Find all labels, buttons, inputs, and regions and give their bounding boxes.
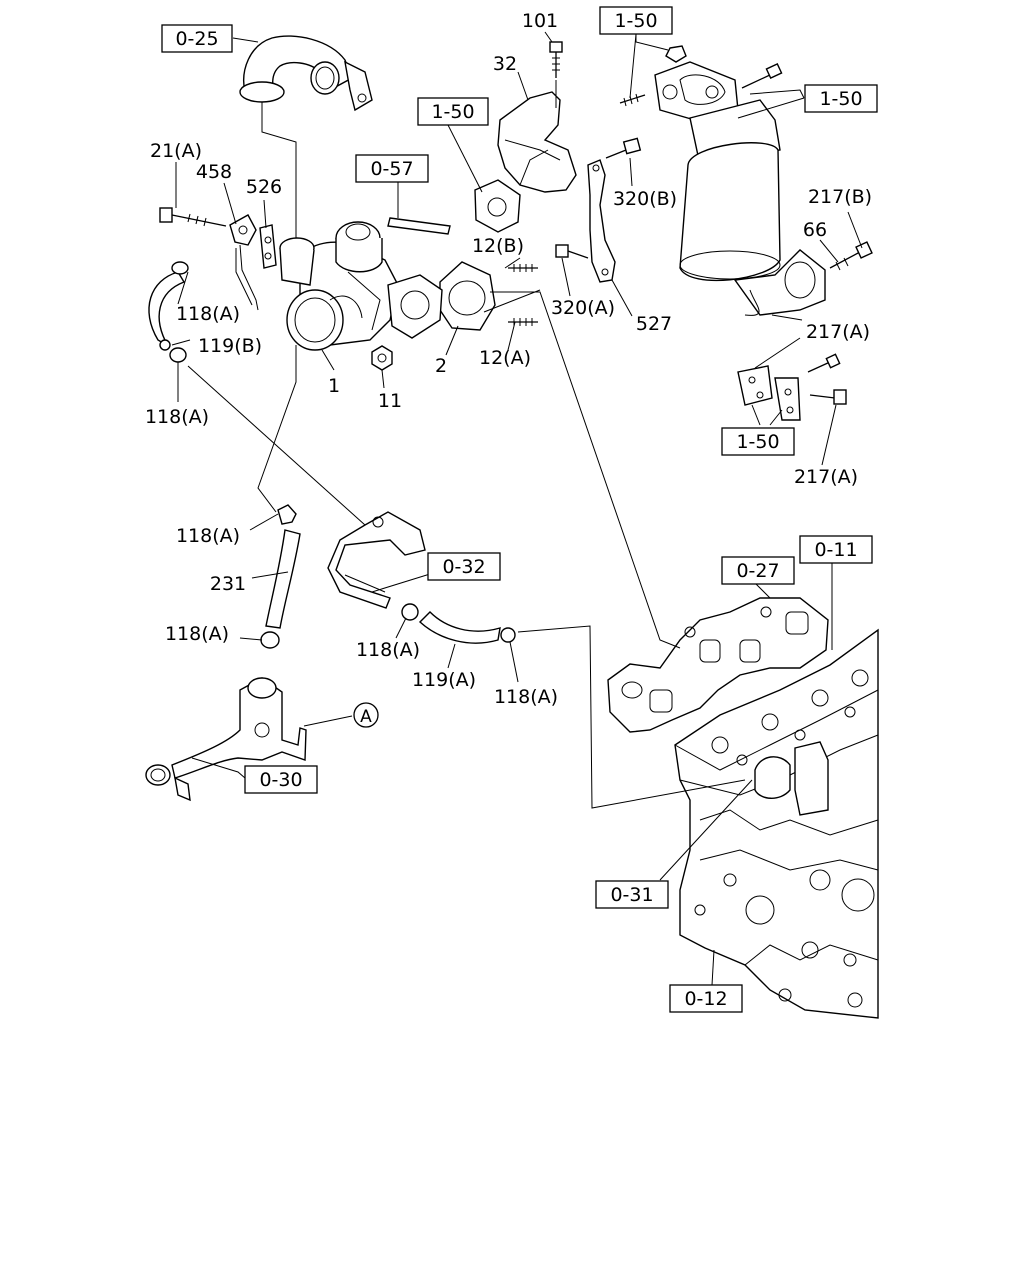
svg-text:0-31: 0-31 xyxy=(610,884,653,906)
callout-0-25: 0-25 xyxy=(161,24,233,53)
callout-1-50-bottom: 1-50 xyxy=(721,427,795,456)
callout-0-32: 0-32 xyxy=(427,552,501,581)
callout-217b: 217(B) xyxy=(808,186,872,208)
callout-118a-4: 118(A) xyxy=(165,623,229,645)
coolant-pipe-0-32 xyxy=(327,511,426,609)
callout-320b: 320(B) xyxy=(613,188,677,210)
callout-217a-2: 217(A) xyxy=(794,466,858,488)
callout-119b: 119(B) xyxy=(198,335,262,357)
callout-a: A xyxy=(353,702,379,728)
callout-0-27: 0-27 xyxy=(721,556,795,585)
callout-118a-5: 118(A) xyxy=(356,639,420,661)
callout-1: 1 xyxy=(328,375,340,397)
callout-1-50-top: 1-50 xyxy=(599,6,673,35)
intake-elbow-pipe xyxy=(239,35,373,112)
callout-527: 527 xyxy=(636,313,672,335)
callout-101: 101 xyxy=(522,10,558,32)
svg-text:0-27: 0-27 xyxy=(736,560,779,582)
callout-118a-2: 118(A) xyxy=(145,406,209,428)
svg-text:1-50: 1-50 xyxy=(819,88,862,110)
callout-119a: 119(A) xyxy=(412,669,476,691)
hose-119a xyxy=(401,603,516,644)
bolt-21a xyxy=(159,207,227,227)
hose-119b xyxy=(148,261,189,363)
nut-11 xyxy=(371,345,393,371)
callout-0-11: 0-11 xyxy=(799,535,873,564)
exhaust-manifold-0-27 xyxy=(607,597,829,733)
svg-text:0-25: 0-25 xyxy=(175,28,218,50)
callout-0-31: 0-31 xyxy=(595,880,669,909)
svg-text:A: A xyxy=(360,707,372,727)
bracket-bolts-217a xyxy=(737,353,847,421)
svg-text:1-50: 1-50 xyxy=(614,10,657,32)
engine-block xyxy=(674,628,879,1019)
callout-1-50-right: 1-50 xyxy=(804,84,878,113)
hose-231 xyxy=(260,504,301,649)
svg-text:0-11: 0-11 xyxy=(814,539,857,561)
bolt-320b xyxy=(605,137,642,159)
callout-118a-3: 118(A) xyxy=(176,525,240,547)
svg-text:0-32: 0-32 xyxy=(442,556,485,578)
callout-0-30: 0-30 xyxy=(244,765,318,794)
callout-1-50-left: 1-50 xyxy=(417,97,489,126)
callout-12b: 12(B) xyxy=(472,235,524,257)
callout-0-12: 0-12 xyxy=(669,984,743,1013)
bolt-320a xyxy=(555,244,589,259)
callout-217a-1: 217(A) xyxy=(806,321,870,343)
callout-21a: 21(A) xyxy=(150,140,202,162)
callout-320a: 320(A) xyxy=(551,297,615,319)
fitting-458 xyxy=(229,214,259,311)
callout-118a-6: 118(A) xyxy=(494,686,558,708)
callout-118a-1: 118(A) xyxy=(176,303,240,325)
svg-text:0-12: 0-12 xyxy=(684,988,727,1010)
heat-shield xyxy=(497,91,577,193)
callout-231: 231 xyxy=(210,573,246,595)
stud-12b xyxy=(508,264,538,272)
water-outlet-0-30 xyxy=(145,677,307,802)
bolt-101 xyxy=(549,41,563,108)
svg-text:1-50: 1-50 xyxy=(736,431,779,453)
callout-526: 526 xyxy=(246,176,282,198)
exhaust-gasket xyxy=(474,179,521,233)
stud-12a xyxy=(508,318,538,326)
gasket-526 xyxy=(259,224,277,269)
callout-66: 66 xyxy=(803,219,827,241)
svg-text:0-57: 0-57 xyxy=(370,158,413,180)
callout-11: 11 xyxy=(378,390,402,412)
callout-32: 32 xyxy=(493,53,517,75)
gasket-2 xyxy=(439,261,496,331)
bracket-527 xyxy=(587,159,616,283)
callout-2: 2 xyxy=(435,355,447,377)
vacuum-tube-0-57 xyxy=(387,217,451,235)
turbocharger-1 xyxy=(279,221,443,351)
callout-12a: 12(A) xyxy=(479,347,531,369)
converter-studs xyxy=(619,45,873,271)
leader-lines xyxy=(171,31,863,986)
callout-458: 458 xyxy=(196,161,232,183)
svg-text:0-30: 0-30 xyxy=(259,769,302,791)
catalytic-converter xyxy=(654,61,826,316)
callout-0-57: 0-57 xyxy=(355,154,429,183)
svg-text:1-50: 1-50 xyxy=(431,101,474,123)
